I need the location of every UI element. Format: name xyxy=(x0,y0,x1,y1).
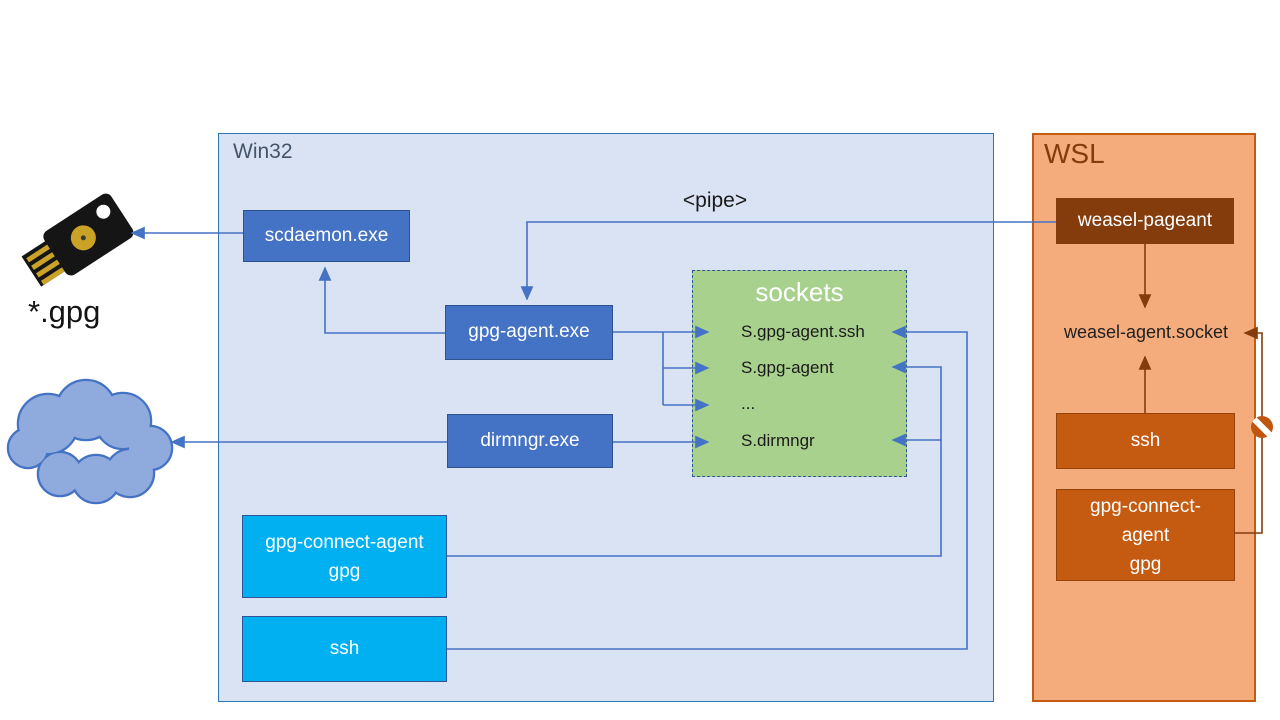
dirmngr-node: dirmngr.exe xyxy=(447,414,613,468)
sockets-title: sockets xyxy=(755,277,844,307)
pipe-label: <pipe> xyxy=(682,189,748,212)
cloud-line-ocsp: OCSP xyxy=(61,404,107,421)
wsl-gpg-connect-label-line3: gpg xyxy=(1129,553,1162,575)
weasel-pageant-label: weasel-pageant xyxy=(1077,209,1213,231)
gpg-files-label: *.gpg xyxy=(28,294,101,329)
socket-item-gpg-agent-ssh: S.gpg-agent.ssh xyxy=(741,322,865,341)
scdaemon-label: scdaemon.exe xyxy=(264,224,389,246)
wsl-ssh-node: ssh xyxy=(1056,413,1235,469)
gpg-connect-agent-label-line2: gpg xyxy=(328,560,361,582)
gpg-agent-node: gpg-agent.exe xyxy=(445,305,613,360)
weasel-agent-socket-label: weasel-agent.socket xyxy=(1063,322,1229,342)
wsl-gpg-connect-agent-node: gpg-connect- agent gpg xyxy=(1056,489,1235,581)
sockets-group: sockets S.gpg-agent.ssh S.gpg-agent ... … xyxy=(692,270,907,477)
yubikey-icon xyxy=(21,193,134,287)
wsl-ssh-label: ssh xyxy=(1130,429,1161,451)
socket-item-ellipsis: ... xyxy=(741,394,756,413)
win32-gpg-connect-agent-node: gpg-connect-agent gpg xyxy=(242,515,447,598)
wsl-label: WSL xyxy=(1044,138,1105,169)
weasel-pageant-node: weasel-pageant xyxy=(1056,198,1234,244)
gpg-connect-agent-label-line1: gpg-connect-agent xyxy=(265,531,424,553)
wsl-gpg-connect-label-line2: agent xyxy=(1121,524,1170,546)
scdaemon-node: scdaemon.exe xyxy=(243,210,410,262)
socket-item-dirmngr: S.dirmngr xyxy=(741,431,815,450)
dirmngr-label: dirmngr.exe xyxy=(480,429,580,451)
gpg-agent-label: gpg-agent.exe xyxy=(468,321,590,343)
keyservers-cloud-label: OCSP X.509 Keyservers xyxy=(8,399,160,480)
socket-item-gpg-agent: S.gpg-agent xyxy=(741,358,834,377)
cloud-line-x509: X.509 xyxy=(63,431,105,448)
win32-ssh-node: ssh xyxy=(242,616,447,682)
win32-ssh-label: ssh xyxy=(329,637,360,659)
cloud-line-keyservers: Keyservers xyxy=(43,458,125,475)
win32-label: Win32 xyxy=(233,140,293,163)
wsl-gpg-connect-label-line1: gpg-connect- xyxy=(1090,495,1201,517)
